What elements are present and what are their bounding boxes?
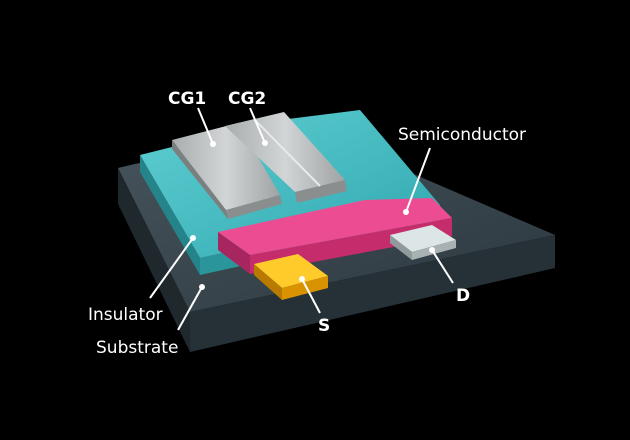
cg1-top [172, 123, 280, 210]
insulator-left-face [140, 155, 200, 275]
cg1-left-face [172, 140, 228, 219]
substrate-label: Substrate [96, 338, 178, 358]
source-front-face [282, 276, 328, 300]
semiconductor-left-face [218, 232, 250, 274]
semiconductor-label: Semiconductor [398, 125, 526, 145]
drain-dot [429, 247, 435, 253]
drain-leader [431, 249, 454, 284]
cg2-ridge [253, 118, 321, 187]
insulator-leader [149, 237, 194, 299]
source-leader [301, 278, 321, 314]
cg1-front-face [226, 195, 282, 219]
cg2-label: CG2 [228, 89, 266, 109]
control-gate-2 [225, 112, 347, 203]
insulator-dot [190, 235, 196, 241]
substrate-leader [177, 286, 203, 331]
cg2-leader [249, 107, 266, 144]
semiconductor-top [218, 198, 452, 255]
drain-label: D [456, 286, 470, 306]
drain-left-face [390, 235, 412, 260]
source-label: S [318, 316, 330, 336]
insulator-label: Insulator [88, 305, 163, 325]
cg2-dot [262, 140, 268, 146]
control-gate-1 [172, 123, 282, 219]
source-contact [254, 254, 328, 300]
substrate-front-face [190, 235, 555, 352]
substrate-left-face [118, 168, 190, 352]
cg2-front-face [295, 180, 347, 203]
cg2-top [225, 112, 345, 192]
cg1-leader [197, 107, 214, 145]
annotation-leaders [149, 107, 454, 331]
cg1-dot [210, 141, 216, 147]
source-left-face [254, 264, 282, 300]
source-top [254, 254, 328, 288]
cg1-label: CG1 [168, 89, 206, 109]
semiconductor-leader [405, 147, 431, 213]
annotation-labels: CG1 CG2 Semiconductor Insulator Substrat… [88, 89, 526, 358]
source-dot [299, 276, 305, 282]
semiconductor-dot [403, 209, 409, 215]
drain-top [390, 225, 456, 252]
substrate-dot [199, 284, 205, 290]
